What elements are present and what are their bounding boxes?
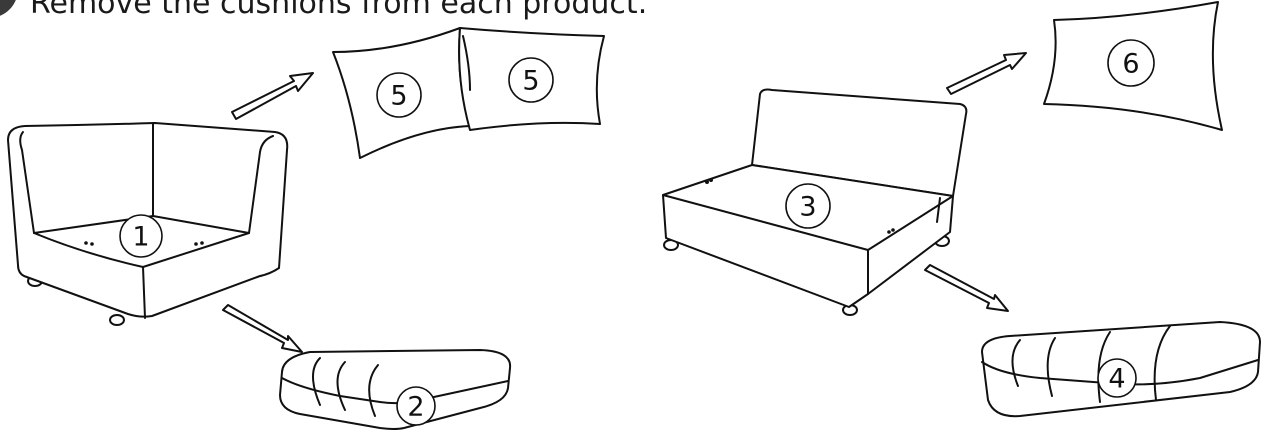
arrow-to-seat-cushion-right bbox=[925, 265, 1008, 311]
armless-seat-cushion: 4 bbox=[982, 322, 1260, 416]
corner-seat-cushion: 2 bbox=[280, 350, 510, 429]
corner-back-pillows: 5 5 bbox=[333, 28, 604, 158]
fixing-dot bbox=[90, 242, 94, 246]
arrow-to-back-pillows-left bbox=[232, 73, 313, 119]
armless-back-pillow: 6 bbox=[1044, 2, 1222, 130]
arrow-to-seat-cushion-left bbox=[223, 305, 302, 352]
fixing-dot bbox=[194, 242, 198, 246]
part-number-label: 4 bbox=[1108, 364, 1125, 395]
fixing-dot bbox=[705, 180, 709, 184]
part-number-label: 3 bbox=[799, 192, 816, 223]
fixing-dot bbox=[709, 178, 713, 182]
fixing-dot bbox=[200, 241, 204, 245]
part-number-label: 5 bbox=[522, 66, 539, 97]
armless-seat-unit: 3 bbox=[663, 90, 966, 316]
fixing-dot bbox=[84, 241, 88, 245]
leg bbox=[110, 315, 124, 325]
fixing-dot bbox=[891, 228, 895, 232]
part-number-label: 6 bbox=[1122, 49, 1139, 80]
part-number-label: 5 bbox=[390, 81, 407, 112]
part-number-label: 1 bbox=[132, 222, 149, 253]
part-number-label: 2 bbox=[407, 392, 424, 423]
fixing-dot bbox=[887, 230, 891, 234]
corner-seat-unit: 1 bbox=[8, 123, 287, 325]
arrow-to-back-pillow-right bbox=[947, 53, 1026, 94]
